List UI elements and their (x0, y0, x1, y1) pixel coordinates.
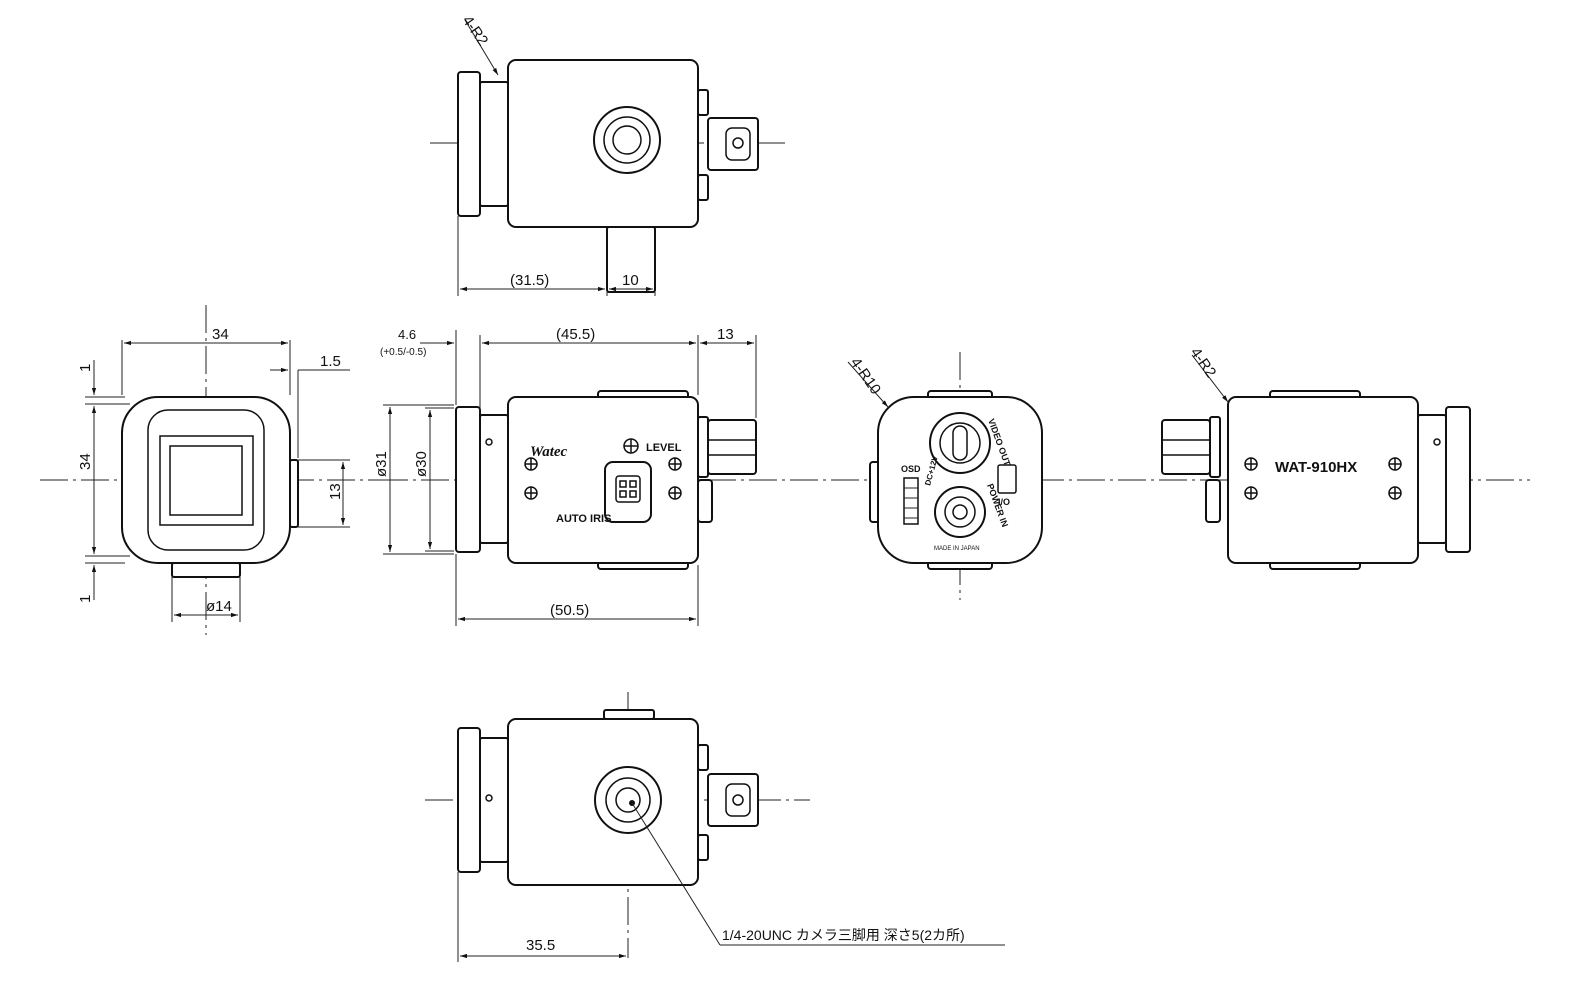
front-offset-label: 1.5 (320, 353, 341, 370)
top-radius-label: 4-R2 (459, 13, 492, 49)
top-mount-label: 10 (622, 272, 639, 289)
flange-label: 4.6 (398, 327, 416, 342)
outer-diameter-label: ø31 (373, 451, 390, 477)
flange-tolerance-label: (+0.5/-0.5) (380, 347, 426, 358)
osd-label: OSD (901, 464, 921, 474)
screw-icon (524, 457, 682, 500)
front-view: 34 1.5 34 1 1 13 ø14 (40, 305, 380, 635)
front-tripod-label: ø14 (206, 598, 232, 615)
made-in-label: MADE IN JAPAN (934, 546, 980, 552)
side-view: Watec LEVEL AUTO IRIS 4.6 (+0.5/-0.5) (4… (373, 326, 1240, 626)
total-length-label: (50.5) (550, 602, 589, 619)
side2-radius-label: 4-R2 (1187, 345, 1220, 381)
bnc-length-label: 13 (717, 326, 734, 343)
rear-radius-label: 4-R10 (847, 355, 884, 398)
bottom-note: 1/4-20UNC カメラ三脚用 深さ5(2カ所) (722, 927, 965, 943)
front-height-label: 34 (77, 453, 94, 470)
body-length-label: (45.5) (556, 326, 595, 343)
top-length-label: (31.5) (510, 272, 549, 289)
front-margin-top-label: 1 (77, 364, 94, 372)
side-view-2: WAT-910HX 4-R2 (1161, 345, 1530, 570)
front-connector-label: 13 (327, 483, 344, 500)
top-view: (31.5) 10 4-R2 (430, 13, 785, 296)
model-label: WAT-910HX (1275, 459, 1357, 476)
front-margin-bottom-label: 1 (77, 595, 94, 603)
screw-icon (1244, 457, 1402, 500)
inner-diameter-label: ø30 (413, 451, 430, 477)
bottom-view: 1/4-20UNC カメラ三脚用 深さ5(2カ所) 35.5 (425, 692, 1005, 962)
level-label: LEVEL (646, 442, 682, 454)
brand-label: Watec (530, 444, 568, 460)
auto-iris-label: AUTO IRIS (556, 513, 611, 525)
rear-view: OSD VIDEO OUT POWER IN DC+12V I/O MADE I… (847, 352, 1043, 600)
front-width-label: 34 (212, 326, 229, 343)
io-label: I/O (998, 497, 1010, 507)
bottom-position-label: 35.5 (526, 937, 555, 954)
